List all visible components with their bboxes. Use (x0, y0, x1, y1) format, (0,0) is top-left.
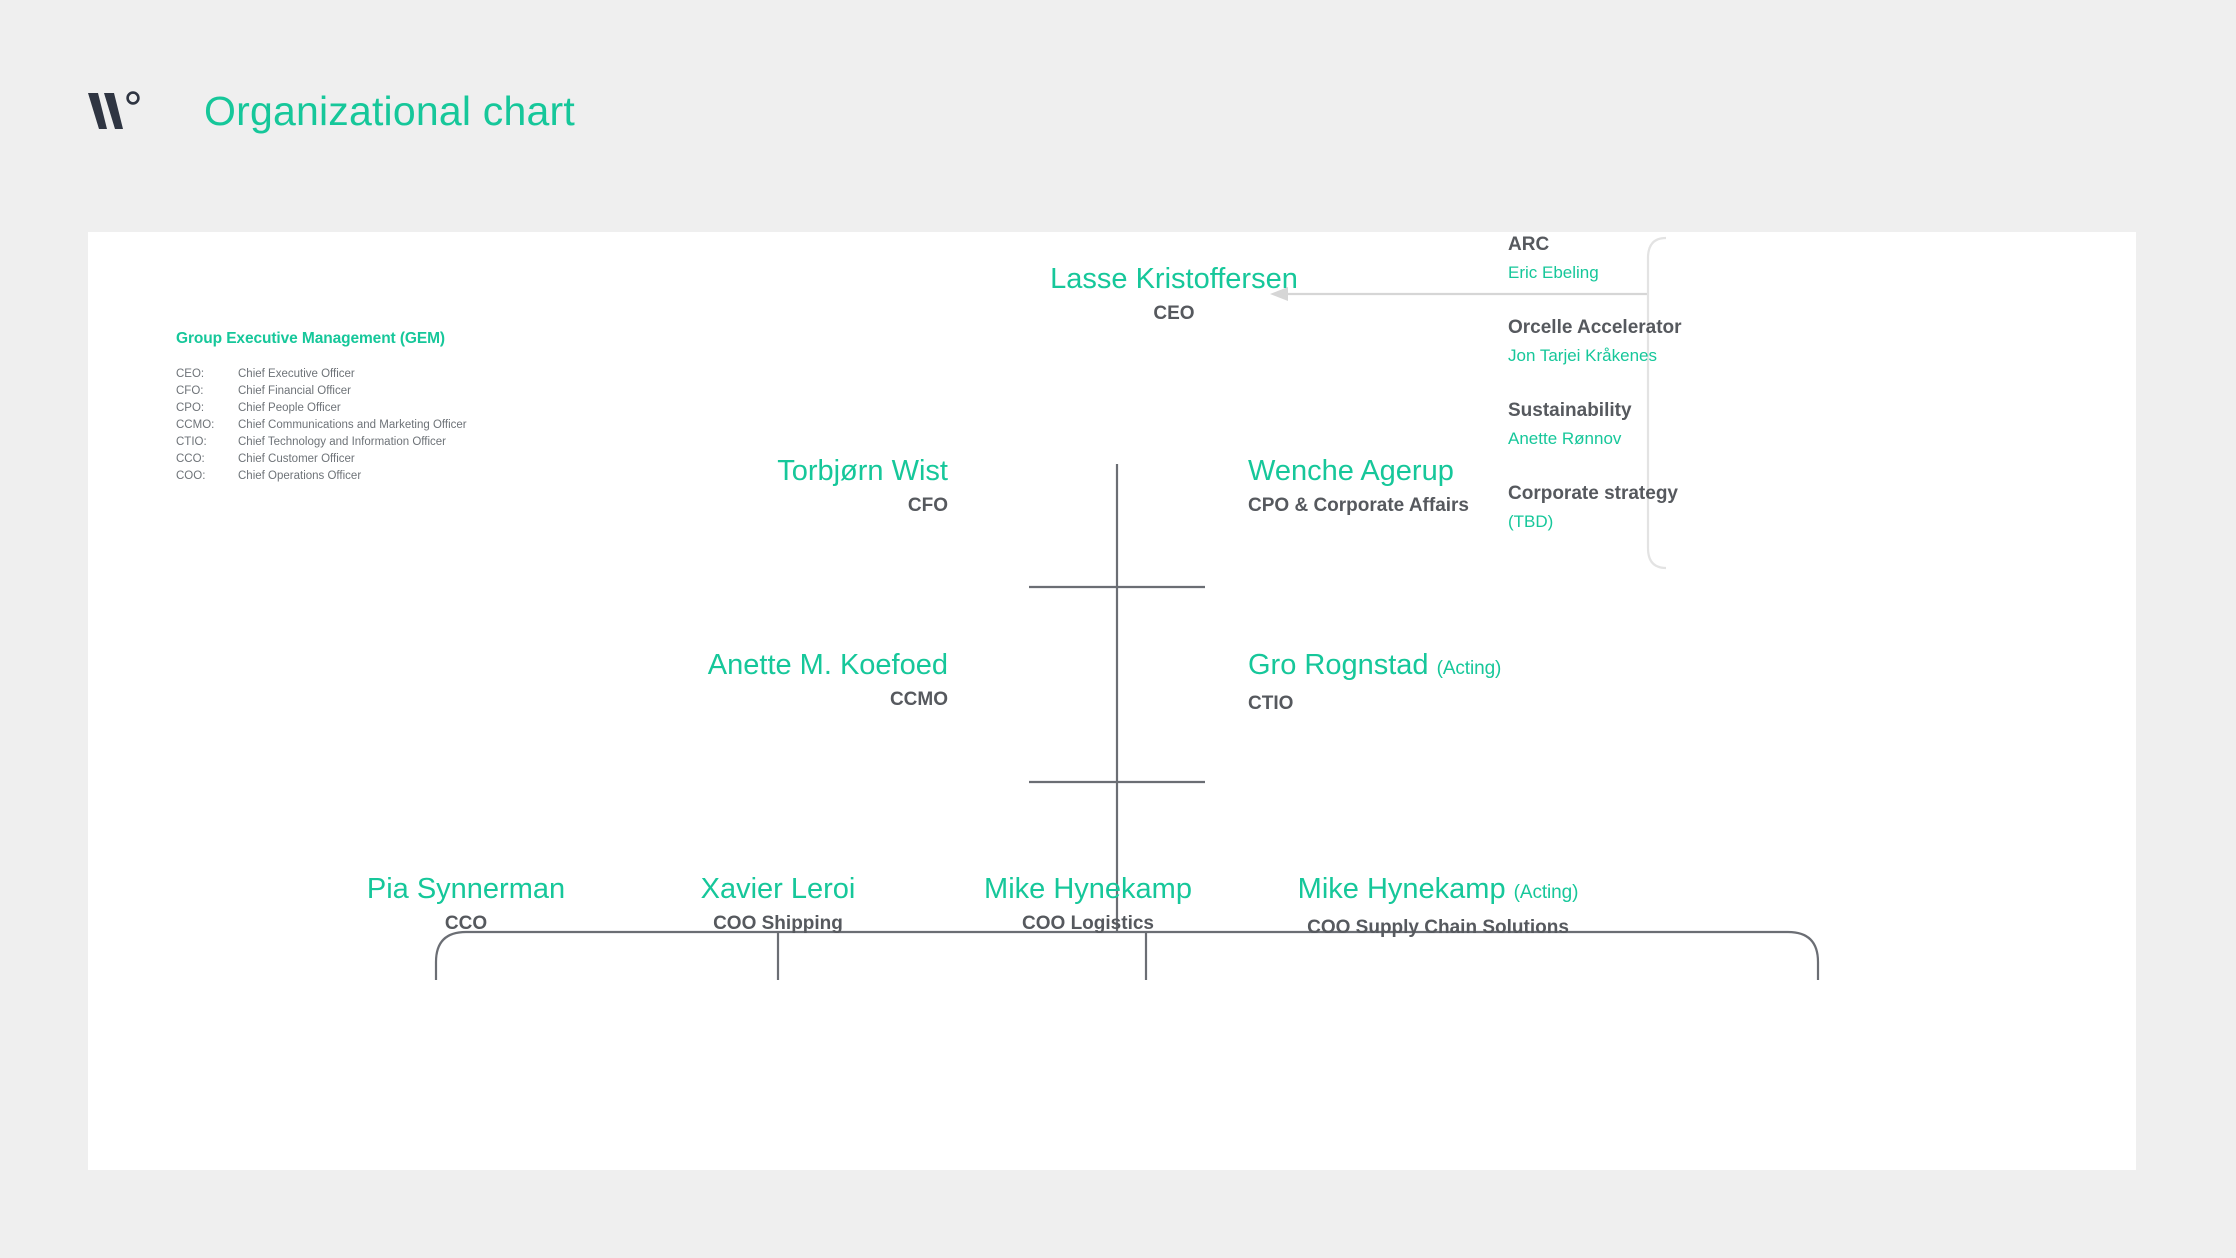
node-coo-shipping[interactable]: Xavier Leroi COO Shipping (578, 872, 978, 937)
node-cpo-name: Wenche Agerup (1248, 455, 1454, 487)
node-ctio-role: CTIO (1248, 693, 1294, 714)
bottom-bracket-right-end (1787, 930, 1820, 980)
connector-lines (434, 236, 1820, 980)
side-panel-item-head: ARC (1508, 234, 1550, 255)
legend-definition: Chief Communications and Marketing Offic… (238, 419, 467, 431)
side-panel-functions: ARC Eric Ebeling Orcelle Accelerator Jon… (1508, 232, 1808, 534)
legend-rows: CEO: Chief Executive Officer CFO: Chief … (176, 366, 606, 485)
node-coo-supply-chain-acting-label: (Acting) (1513, 882, 1579, 903)
legend-abbr: CEO: (176, 368, 205, 380)
legend-definition: Chief Technology and Information Officer (238, 436, 446, 448)
side-panel-item-sub: Eric Ebeling (1508, 263, 1599, 282)
side-panel-item-sub: (TBD) (1508, 512, 1554, 531)
side-panel-item-orcelle-accelerator[interactable]: Orcelle Accelerator Jon Tarjei Kråkenes (1508, 315, 1808, 368)
legend-abbr: CCO: (176, 453, 205, 465)
legend-row: CCMO: Chief Communications and Marketing… (176, 417, 606, 434)
side-panel-item-sub: Anette Rønnov (1508, 429, 1622, 448)
node-coo-logistics[interactable]: Mike Hynekamp COO Logistics (888, 872, 1288, 937)
side-panel-item-corporate-strategy[interactable]: Corporate strategy (TBD) (1508, 481, 1808, 534)
side-panel-item-arc[interactable]: ARC Eric Ebeling (1508, 232, 1808, 285)
node-cfo-role: CFO (907, 495, 948, 516)
node-ceo-role: CEO (1153, 303, 1195, 324)
legend-definition: Chief Financial Officer (238, 385, 351, 397)
side-panel-item-sustainability[interactable]: Sustainability Anette Rønnov (1508, 398, 1808, 451)
legend-group-executive-management: Group Executive Management (GEM) CEO: Ch… (176, 330, 606, 485)
legend-definition: Chief Executive Officer (238, 368, 355, 380)
node-cco-role: CCO (444, 913, 488, 934)
node-cco-name: Pia Synnerman (366, 873, 566, 905)
side-panel-item-head: Sustainability (1508, 400, 1632, 421)
legend-row: COO: Chief Operations Officer (176, 468, 606, 485)
legend-row: CCO: Chief Customer Officer (176, 451, 606, 468)
node-cco[interactable]: Pia Synnerman CCO (266, 872, 666, 937)
node-coo-shipping-role: COO Shipping (713, 913, 843, 934)
node-coo-supply-chain-name: Mike Hynekamp (Acting) (1158, 872, 1718, 910)
node-ctio-name: Gro Rognstad (Acting) (1248, 648, 1768, 686)
node-ccmo[interactable]: Anette M. Koefoed CCMO (448, 648, 948, 713)
node-cfo[interactable]: Torbjørn Wist CFO (508, 454, 948, 519)
legend-abbr: COO: (176, 470, 206, 482)
side-panel-item-head: Corporate strategy (1508, 483, 1678, 504)
node-ceo[interactable]: Lasse Kristoffersen CEO (964, 262, 1384, 327)
legend-abbr: CPO: (176, 402, 205, 414)
side-panel-item-sub: Jon Tarjei Kråkenes (1508, 346, 1657, 365)
node-ctio-name-text: Gro Rognstad (1248, 649, 1429, 681)
node-ccmo-role: CCMO (889, 689, 948, 710)
legend-row: CPO: Chief People Officer (176, 400, 606, 417)
node-coo-supply-chain-role: COO Supply Chain Solutions (1307, 917, 1569, 938)
org-chart: Lasse Kristoffersen CEO Torbjørn Wist CF… (88, 232, 2136, 1170)
legend-definition: Chief Customer Officer (238, 453, 355, 465)
bottom-bracket-left-end (434, 930, 467, 980)
node-coo-shipping-name: Xavier Leroi (700, 873, 856, 905)
legend-row: CFO: Chief Financial Officer (176, 383, 606, 400)
node-coo-supply-chain[interactable]: Mike Hynekamp (Acting) COO Supply Chain … (1158, 872, 1718, 941)
legend-definition: Chief Operations Officer (238, 470, 362, 482)
node-coo-logistics-role: COO Logistics (1022, 913, 1154, 934)
side-panel-item-head: Orcelle Accelerator (1508, 317, 1682, 338)
node-cpo-role: CPO & Corporate Affairs (1248, 495, 1469, 516)
page-title: Organizational chart (204, 88, 575, 134)
legend-abbr: CTIO: (176, 436, 207, 448)
legend-row: CEO: Chief Executive Officer (176, 366, 606, 383)
node-coo-logistics-name: Mike Hynekamp (984, 873, 1192, 905)
node-ctio[interactable]: Gro Rognstad (Acting) CTIO (1248, 648, 1768, 717)
node-cfo-name: Torbjørn Wist (777, 455, 948, 487)
chart-card: Group Executive Management (GEM) CEO: Ch… (88, 232, 2136, 1170)
legend-title: Group Executive Management (GEM) (176, 330, 445, 347)
node-ctio-acting-label: (Acting) (1436, 658, 1502, 679)
wallenius-w-degree-logo (88, 89, 146, 135)
node-cpo[interactable]: Wenche Agerup CPO & Corporate Affairs (1248, 454, 1768, 519)
node-ceo-name: Lasse Kristoffersen (1050, 263, 1298, 295)
node-coo-supply-chain-name-text: Mike Hynekamp (1297, 873, 1506, 905)
legend-definition: Chief People Officer (238, 402, 341, 414)
legend-row: CTIO: Chief Technology and Information O… (176, 434, 606, 451)
slide-header: Organizational chart (88, 88, 575, 135)
legend-abbr: CCMO: (176, 419, 215, 431)
node-ccmo-name: Anette M. Koefoed (707, 649, 948, 681)
legend-abbr: CFO: (176, 385, 204, 397)
